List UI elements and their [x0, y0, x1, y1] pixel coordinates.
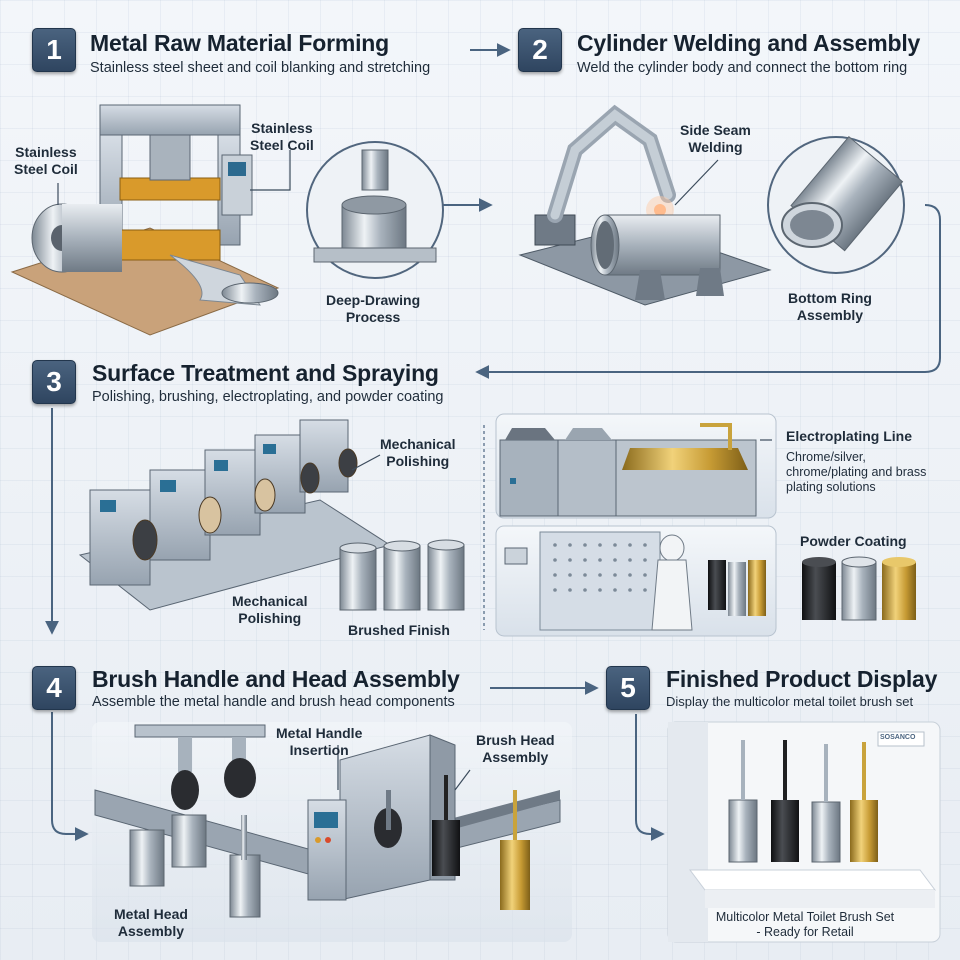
step-4-title: Brush Handle and Head Assembly	[92, 666, 460, 692]
step-2-title: Cylinder Welding and Assembly	[577, 30, 921, 56]
finished-product-caption: Multicolor Metal Toilet Brush Set - Read…	[715, 910, 895, 939]
step-3-badge: 3	[32, 360, 76, 404]
step-3-title: Surface Treatment and Spraying	[92, 360, 439, 386]
metal-handle-insertion-label: Metal Handle Insertion	[276, 725, 363, 758]
press-machine-illustration	[10, 104, 280, 336]
bottom-ring-assembly-label: Bottom Ring Assembly	[788, 290, 872, 323]
powder-coated-cylinders	[802, 556, 916, 621]
step-2-badge: 2	[518, 28, 562, 72]
mechanical-polishing-label-top: Mechanical Polishing	[380, 436, 456, 469]
polishing-machines-illustration	[78, 419, 392, 611]
assembly-line-illustration	[92, 722, 572, 942]
brushed-finish-label: Brushed Finish	[348, 622, 450, 638]
side-seam-welding-label: Side Seam Welding	[680, 122, 751, 155]
step-5-badge: 5	[606, 666, 650, 710]
step-5-subtitle: Display the multicolor metal toilet brus…	[666, 694, 914, 709]
step-1-subtitle: Stainless steel sheet and coil blanking …	[90, 60, 431, 76]
step-5-title: Finished Product Display	[666, 666, 938, 692]
electroplating-description: Chrome/silver, chrome/plating and brass …	[786, 450, 927, 494]
deep-drawing-illustration	[306, 141, 444, 279]
welding-robot-illustration	[518, 104, 772, 306]
step-4-subtitle: Assemble the metal handle and brush head…	[92, 694, 455, 710]
electroplating-line-label: Electroplating Line	[786, 428, 913, 444]
step-2-subtitle: Weld the cylinder body and connect the b…	[577, 60, 908, 76]
step-1-badge: 1	[32, 28, 76, 72]
callout-lines	[57, 150, 772, 791]
stainless-steel-coil-label-left: Stainless Steel Coil	[14, 144, 78, 177]
brush-head-assembly-label: Brush Head Assembly	[476, 732, 555, 765]
stainless-steel-coil-label-right: Stainless Steel Coil	[250, 120, 314, 153]
brushed-cylinders-illustration	[339, 539, 465, 611]
powder-coating-panel	[495, 525, 777, 637]
powder-coating-label: Powder Coating	[800, 533, 907, 549]
product-display-illustration	[667, 721, 941, 943]
display-sign: SOSANCO	[880, 734, 916, 741]
metal-head-assembly-label: Metal Head Assembly	[114, 906, 188, 939]
flow-arrows	[45, 43, 941, 841]
bottom-ring-illustration	[767, 135, 905, 274]
step-3-subtitle: Polishing, brushing, electroplating, and…	[92, 389, 444, 405]
step-4-badge: 4	[32, 666, 76, 710]
step-1-title: Metal Raw Material Forming	[90, 30, 389, 56]
electroplating-panel	[495, 413, 777, 519]
deep-drawing-label: Deep-Drawing Process	[326, 292, 421, 325]
mechanical-polishing-label-bottom: Mechanical Polishing	[232, 593, 308, 626]
